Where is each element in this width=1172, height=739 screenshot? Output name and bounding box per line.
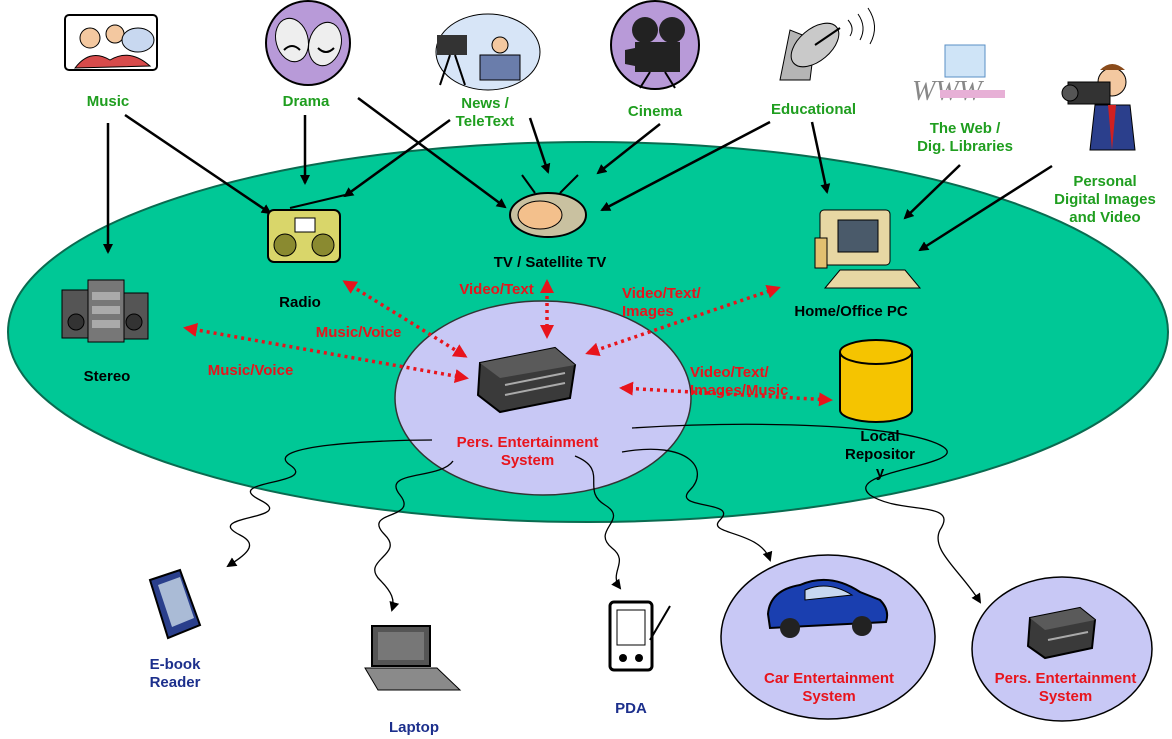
flow-arrow-stereo <box>183 323 469 383</box>
flow-arrow-radio <box>342 280 468 358</box>
theater-masks-icon <box>265 0 351 86</box>
boombox-icon <box>267 194 346 263</box>
satellite-dish-icon <box>779 7 875 81</box>
flow-arrow-pc <box>585 284 781 357</box>
hub-label: Pers. Entertainment System <box>456 434 599 469</box>
camcorder-person-icon <box>1061 64 1136 151</box>
flow-label-pc: Video/Text/ Images <box>622 285 701 320</box>
television-icon <box>509 174 587 238</box>
desktop-pc-icon <box>814 209 922 289</box>
car-icon <box>766 578 889 638</box>
mobile-label-car: Car Entertainment System <box>763 670 895 705</box>
device-label-radio: Radio <box>279 294 321 311</box>
mobile-label-pes: Pers. Entertainment System <box>994 670 1137 705</box>
source-label-educational: Educational <box>770 101 856 118</box>
arrow-news-tv <box>528 117 551 174</box>
device-label-stereo: Stereo <box>83 368 131 385</box>
film-camera-icon <box>610 0 700 90</box>
www-icon: WWW <box>912 44 1005 107</box>
source-label-personal: Personal Digital Images and Video <box>1054 173 1156 226</box>
source-label-music: Music <box>86 93 130 110</box>
wireless-link-pda <box>574 455 622 590</box>
stereo-icon <box>61 279 149 343</box>
pda-icon <box>608 600 671 672</box>
source-label-news: News / TeleText <box>455 95 515 130</box>
wireless-link-car <box>621 448 773 562</box>
source-label-web: The Web / Dig. Libraries <box>917 120 1013 155</box>
device-label-repository: Local Repositor y <box>844 428 915 481</box>
arrow-web-pc <box>903 164 961 220</box>
arrow-educational-pc <box>810 121 831 194</box>
set-top-box-icon <box>1026 606 1097 660</box>
wireless-link-pes <box>631 423 982 604</box>
mobile-label-laptop: Laptop <box>389 719 439 736</box>
arrow-educational-tv <box>600 120 771 212</box>
source-label-cinema: Cinema <box>627 103 683 120</box>
mobile-label-pda: PDA <box>615 700 647 717</box>
flow-label-tv: Video/Text <box>459 281 534 298</box>
music-listener-icon <box>64 14 158 71</box>
wireless-link-ebook <box>226 439 433 568</box>
arrow-personal-pc <box>918 164 1053 252</box>
flow-label-repository: Video/Text/ Images/Music <box>690 364 789 399</box>
wireless-link-laptop <box>374 460 454 612</box>
device-label-tv: TV / Satellite TV <box>493 254 607 271</box>
flow-label-radio: Music/Voice <box>315 324 402 341</box>
source-label-drama: Drama <box>282 93 330 110</box>
device-label-pc: Home/Office PC <box>794 303 908 320</box>
arrow-drama-tv <box>357 96 507 209</box>
laptop-icon <box>364 625 462 691</box>
arrow-news-radio <box>343 118 451 198</box>
set-top-box-icon <box>476 346 577 414</box>
flow-label-stereo: Music/Voice <box>207 362 294 379</box>
news-camera-icon <box>435 13 541 91</box>
mobile-label-ebook: E-book Reader <box>149 656 201 691</box>
ebook-icon <box>148 568 202 640</box>
database-cylinder-icon <box>839 339 913 423</box>
arrow-music-radio <box>124 113 272 215</box>
arrow-cinema-tv <box>596 123 661 175</box>
